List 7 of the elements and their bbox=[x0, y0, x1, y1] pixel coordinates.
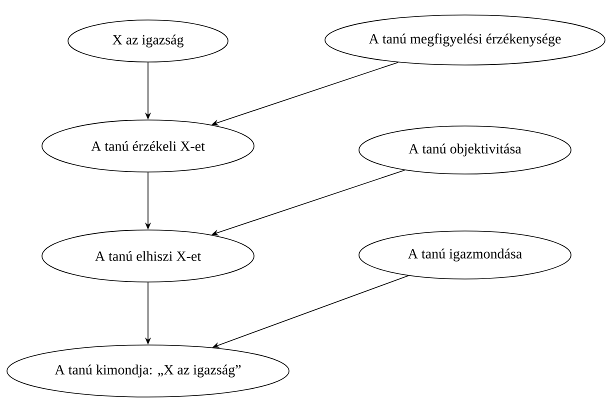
ellipse-node: A tanú érzékeli X-et bbox=[42, 120, 254, 172]
ellipse-node: A tanú megfigyelési érzékenysége bbox=[324, 14, 606, 66]
ellipse-node: A tanú objektivitása bbox=[358, 126, 572, 174]
ellipse-node: X az igazság bbox=[68, 20, 228, 62]
ellipse-node: A tanú kimondja: „X az igazság” bbox=[6, 344, 290, 398]
ellipse-node: A tanú elhiszi X-et bbox=[42, 230, 254, 282]
ellipse-node: A tanú igazmondása bbox=[358, 230, 572, 280]
